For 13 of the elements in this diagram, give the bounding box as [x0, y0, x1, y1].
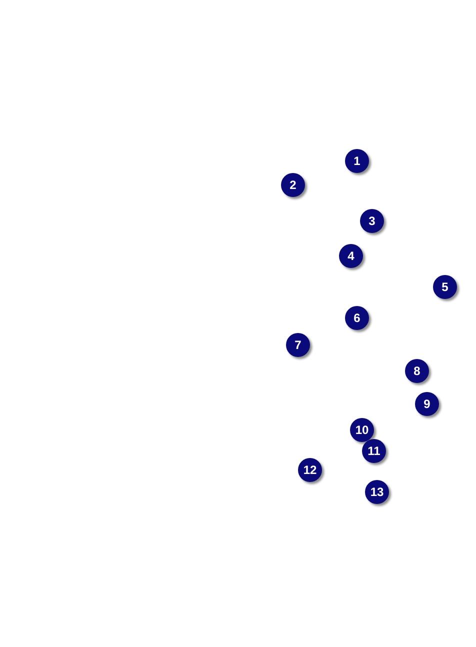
callout-number: 1 [345, 149, 369, 173]
callout-number: 13 [365, 480, 389, 504]
callout-number: 5 [433, 275, 457, 299]
callout-number: 4 [339, 244, 363, 268]
callout-number: 3 [360, 209, 384, 233]
callout-number: 6 [345, 306, 369, 330]
callout-number: 10 [350, 418, 374, 442]
callout-number: 11 [362, 439, 386, 463]
callout-number: 2 [281, 173, 305, 197]
callout-number: 7 [286, 333, 310, 357]
callout-number: 9 [415, 392, 439, 416]
callout-number: 12 [298, 458, 322, 482]
callout-number: 8 [405, 359, 429, 383]
